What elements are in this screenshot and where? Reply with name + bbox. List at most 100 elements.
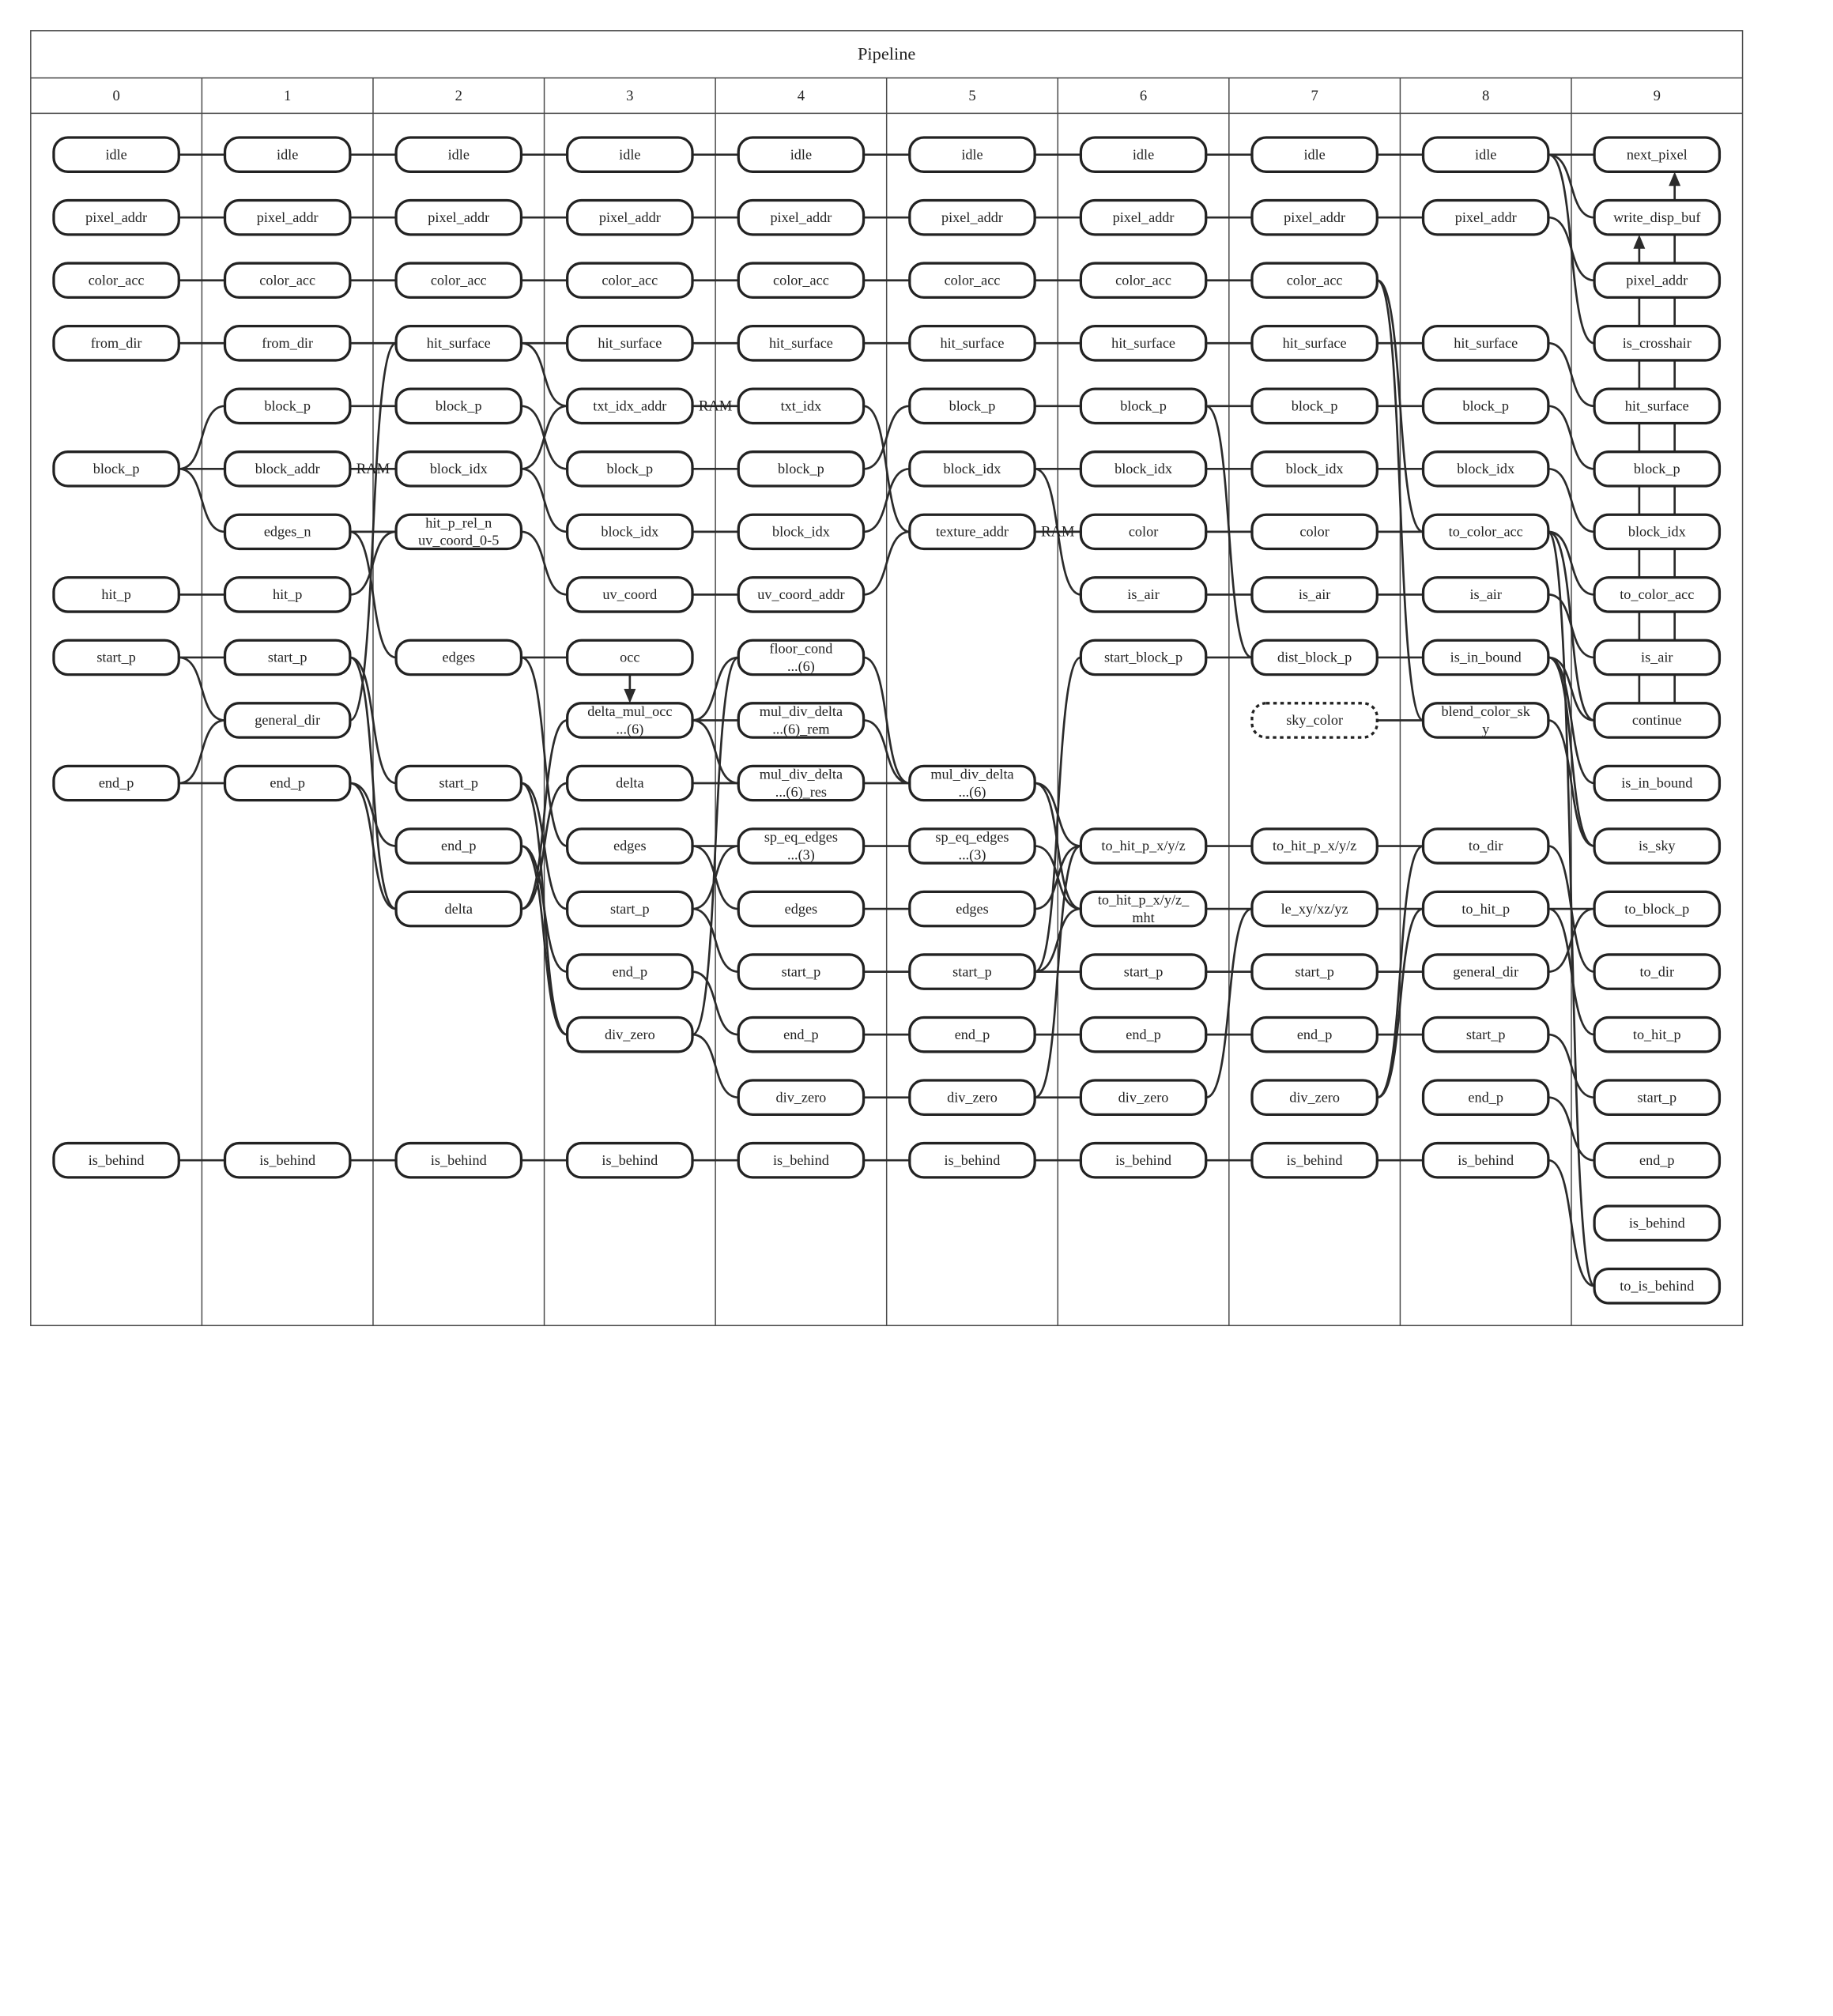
node-label: end_p [1126, 1027, 1161, 1042]
pipeline-node: edges [908, 890, 1036, 928]
node-label: is_air [1469, 586, 1501, 602]
pipeline-node: color_acc [394, 262, 523, 300]
node-box [1421, 890, 1550, 928]
node-box [52, 262, 180, 300]
pipeline-edge [349, 341, 397, 722]
pipeline-node: block_p [1079, 387, 1208, 425]
node-box [908, 1016, 1036, 1053]
node-label: hit_surface [769, 335, 833, 351]
pipeline-edge [1548, 1096, 1595, 1162]
node-label: delta_mul_occ [587, 703, 672, 719]
arrowhead [624, 688, 636, 703]
node-box [1250, 827, 1379, 865]
node-box [1079, 890, 1208, 928]
pipeline-node: txt_idx_addr [566, 387, 694, 425]
pipeline-node: is_behind [737, 1141, 866, 1179]
pipeline-node: end_p [908, 1016, 1036, 1053]
pipeline-node: end_p [223, 764, 352, 802]
node-box [394, 324, 523, 362]
pipeline-edge [521, 530, 568, 596]
pipeline-node: uv_coord [566, 576, 694, 613]
node-box [394, 890, 523, 928]
pipeline-node: sky_color [1250, 702, 1379, 739]
node-box [223, 702, 352, 739]
pipeline-node: pixel_addr [223, 198, 352, 236]
pipeline-node: pixel_addr [52, 198, 180, 236]
node-box [566, 576, 694, 613]
node-label: block_p [264, 398, 311, 413]
pipeline-node: hit_surface [1079, 324, 1208, 362]
pipeline-node: pixel_addr [737, 198, 866, 236]
pipeline-edge [1548, 907, 1595, 1036]
node-label: write_disp_buf [1613, 209, 1701, 225]
node-box [1079, 576, 1208, 613]
node-box [908, 198, 1036, 236]
pipeline-node: start_p [394, 764, 523, 802]
node-box [1250, 576, 1379, 613]
node-box [223, 764, 352, 802]
pipeline-node: is_behind [566, 1141, 694, 1179]
node-box [1250, 890, 1379, 928]
node-box [223, 324, 352, 362]
node-label: block_p [93, 461, 140, 477]
node-box [1079, 262, 1208, 300]
stage-header: 4 [798, 88, 805, 104]
node-label: idle [105, 146, 126, 162]
pipeline-node: end_p [737, 1016, 866, 1053]
node-label: block_p [606, 461, 653, 477]
node-label: color_acc [89, 272, 145, 288]
node-box [1593, 1204, 1722, 1242]
node-box [1250, 1079, 1379, 1116]
pipeline-node: hit_p [223, 576, 352, 613]
stage-header: 3 [626, 88, 633, 104]
pipeline-node: mul_div_delta...(6)_res [737, 764, 866, 802]
pipeline-edge [179, 467, 225, 533]
pipeline-node: write_disp_buf [1593, 198, 1722, 236]
pipeline-node: block_p [52, 450, 180, 488]
node-box [737, 262, 866, 300]
pipeline-node: is_behind [1079, 1141, 1208, 1179]
node-box [394, 450, 523, 488]
pipeline-node: to_hit_p_x/y/z_mht [1079, 890, 1208, 928]
node-box [1593, 513, 1722, 551]
node-box [1250, 953, 1379, 990]
pipeline-node: color [1250, 513, 1379, 551]
node-box [908, 136, 1036, 173]
stage-header: 2 [455, 88, 462, 104]
node-label: end_p [783, 1027, 819, 1042]
pipeline-node: pixel_addr [1079, 198, 1208, 236]
node-label: sky_color [1286, 712, 1343, 728]
node-label: color_acc [431, 272, 487, 288]
pipeline-node: is_in_bound [1421, 639, 1550, 676]
node-label: start_p [952, 963, 992, 979]
node-box [1250, 1141, 1379, 1179]
node-label: edges_n [264, 524, 311, 540]
pipeline-node: to_hit_p [1421, 890, 1550, 928]
node-box [1421, 136, 1550, 173]
node-label: start_p [1295, 963, 1334, 979]
node-label: is_crosshair [1623, 335, 1692, 351]
node-label: is_behind [259, 1152, 315, 1168]
pipeline-node: start_p [1421, 1016, 1550, 1053]
pipeline-edge [1034, 467, 1081, 596]
node-box [1079, 827, 1208, 865]
pipeline-node: from_dir [52, 324, 180, 362]
node-box [737, 450, 866, 488]
node-label: delta [445, 901, 473, 917]
pipeline-edge [1548, 1159, 1595, 1287]
node-label: mul_div_delta [760, 703, 843, 719]
pipeline-node: block_idx [737, 513, 866, 551]
pipeline-edge [349, 530, 397, 596]
pipeline-node: to_dir [1421, 827, 1550, 865]
node-label: start_block_p [1104, 650, 1182, 665]
pipeline-node: mul_div_delta...(6) [908, 764, 1036, 802]
node-label: to_dir [1640, 963, 1675, 979]
pipeline-node: idle [1421, 136, 1550, 173]
node-label: occ [620, 650, 639, 665]
node-label: dist_block_p [1277, 650, 1352, 665]
pipeline-node: general_dir [223, 702, 352, 739]
node-box [223, 1141, 352, 1179]
node-label: to_hit_p_x/y/z [1273, 838, 1356, 854]
node-label: color_acc [259, 272, 315, 288]
node-label: idle [448, 146, 470, 162]
